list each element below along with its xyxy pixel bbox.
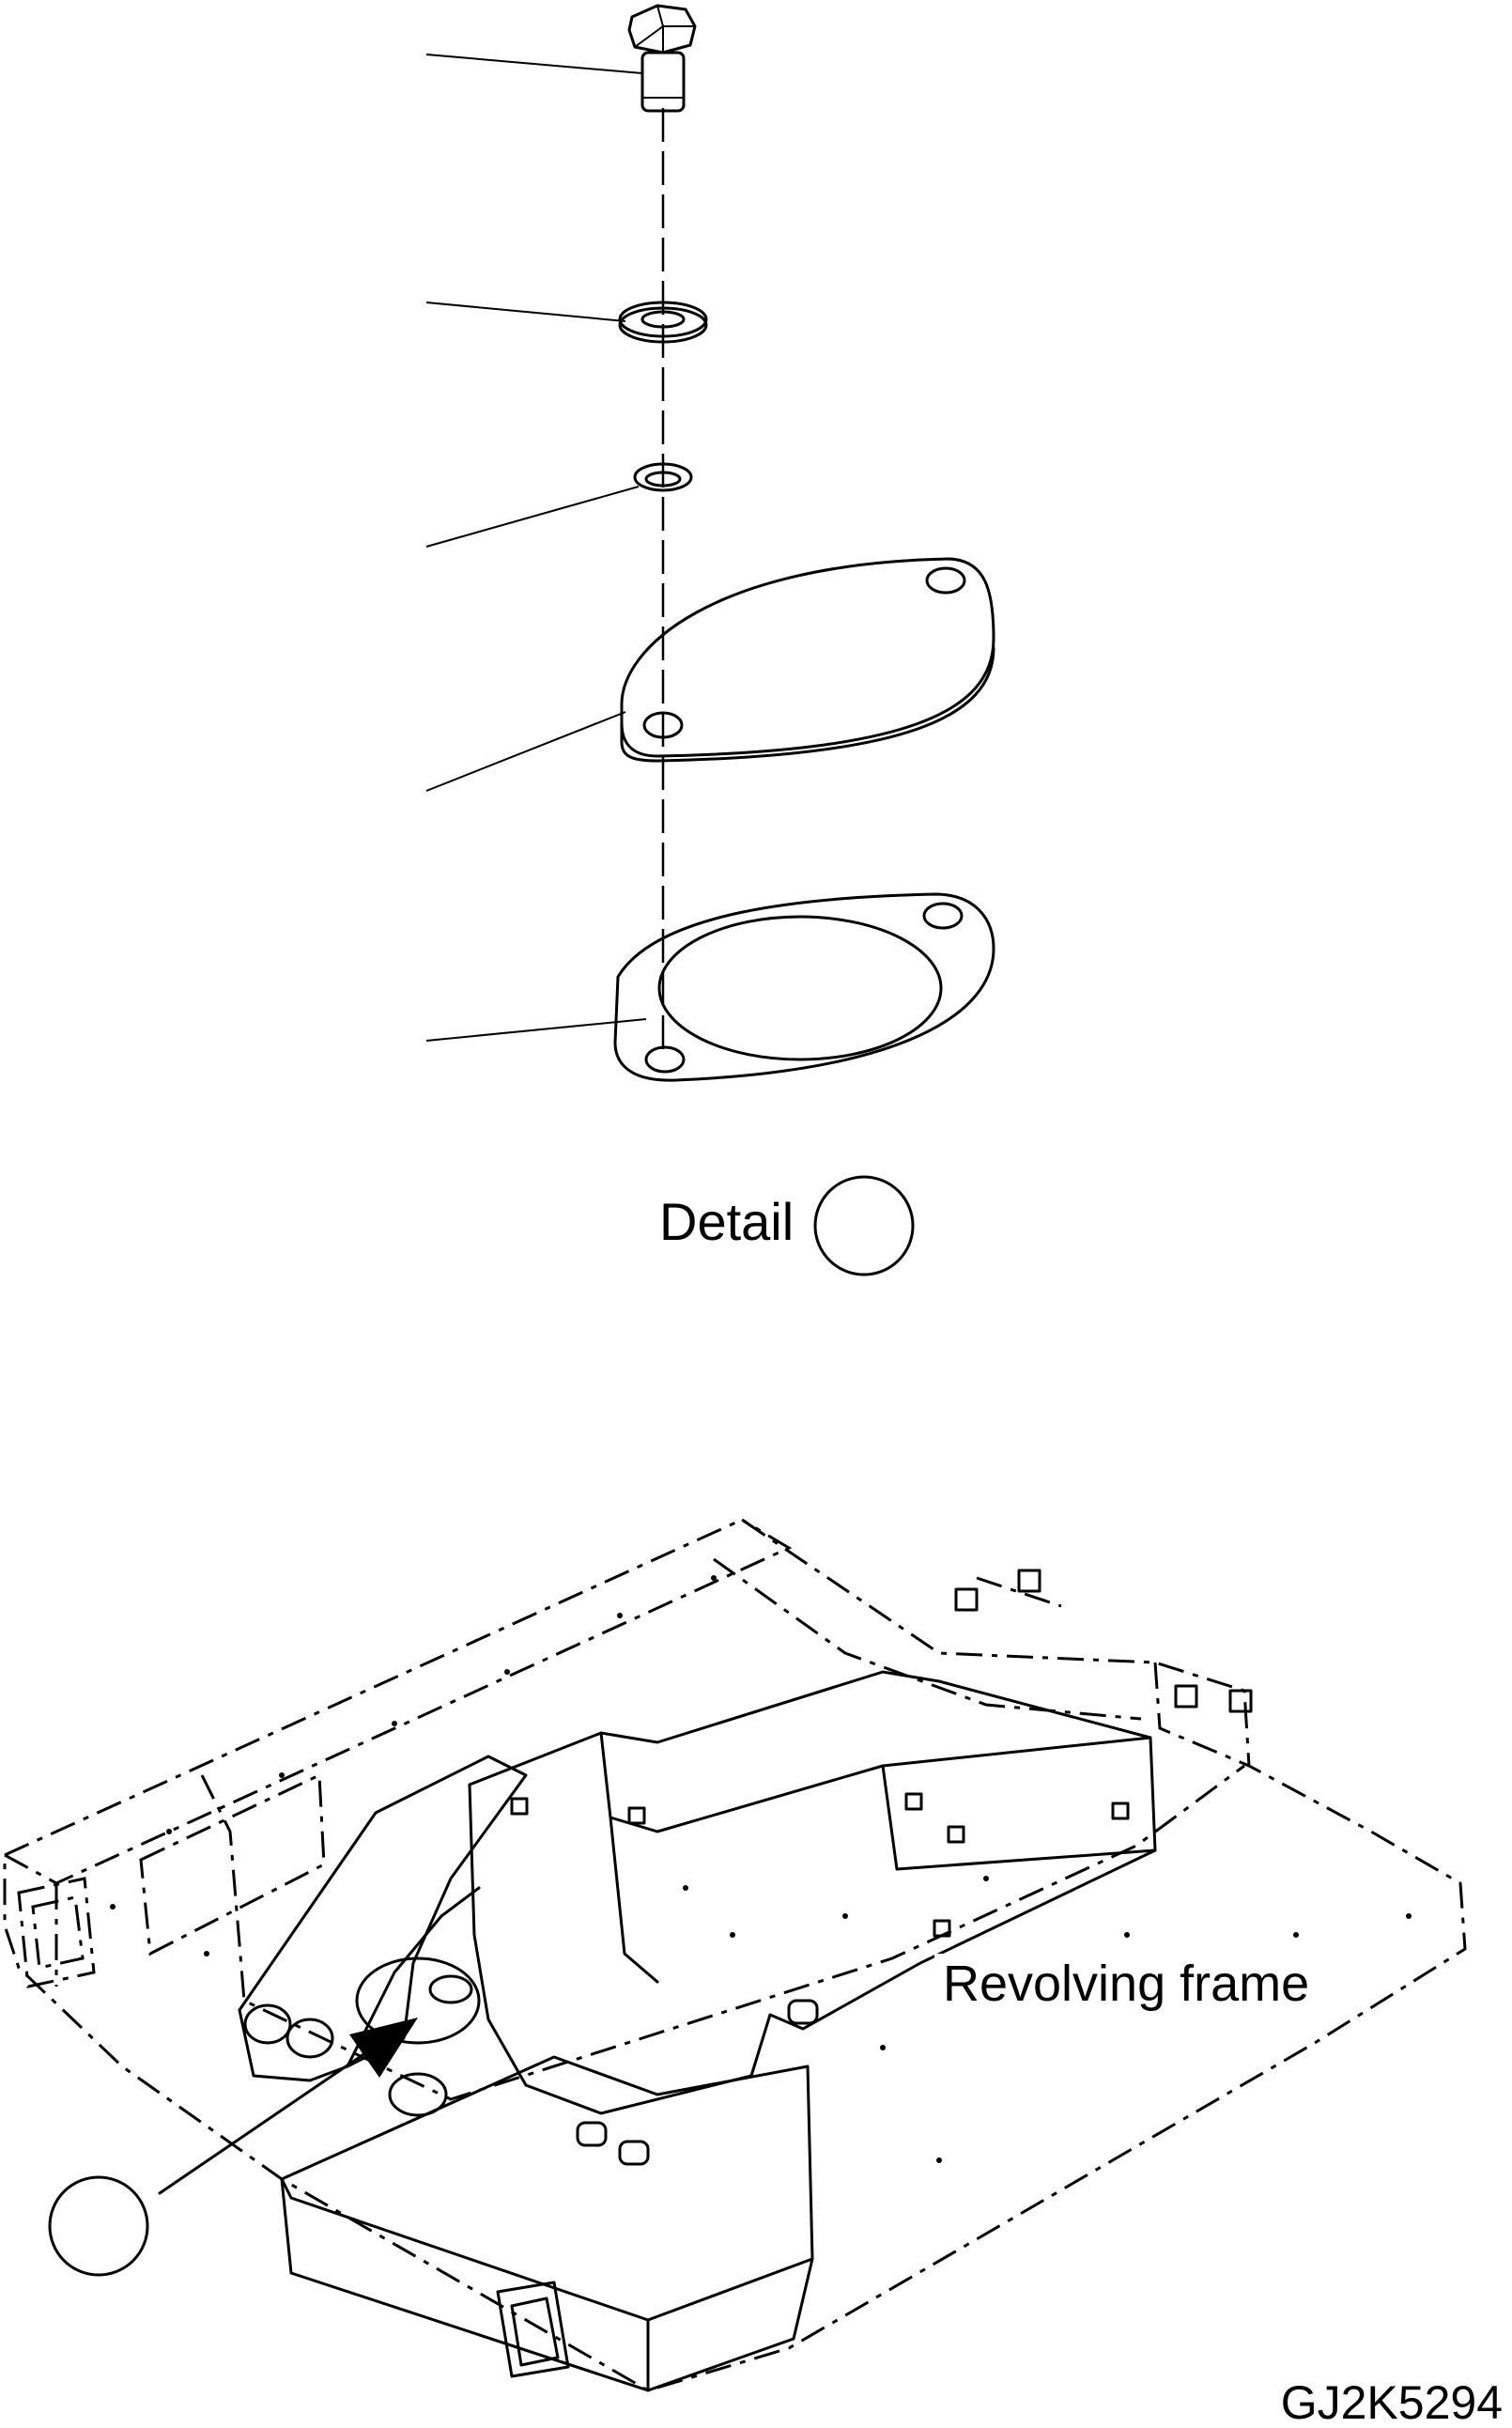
- gasket-part: [613, 892, 995, 1082]
- detail-label: Detail: [659, 1192, 794, 1251]
- washer-part: [618, 301, 708, 344]
- leader-bolt: [425, 54, 643, 74]
- view-reference-circle: [48, 2175, 149, 2277]
- frame-outer-outline: [3, 1518, 1467, 2392]
- frame-main-deck: [468, 1670, 1157, 2115]
- view-arrow-shaft: [158, 2041, 382, 2195]
- frame-lower-front: [280, 2055, 814, 2322]
- revolving-frame-label: Revolving frame: [943, 1956, 1309, 2012]
- boom-foot-bracket: [238, 1755, 528, 2082]
- leader-cover-plate: [425, 711, 626, 792]
- leader-spring-washer: [425, 486, 640, 548]
- bolt-part: [627, 4, 697, 113]
- leader-washer: [425, 302, 626, 322]
- detail-assembly: Detail: [425, 4, 995, 1276]
- frame-cover-opening: [355, 1956, 481, 2045]
- spring-washer-part: [633, 462, 693, 492]
- drawing-number: GJ2K5294: [1281, 2376, 1503, 2428]
- cover-plate-part: [620, 557, 995, 763]
- revolving-frame-drawing: Revolving frame: [3, 1518, 1467, 2392]
- detail-reference-circle: [813, 1175, 915, 1276]
- view-arrow-head: [349, 2018, 418, 2078]
- leader-gasket: [425, 1018, 647, 1042]
